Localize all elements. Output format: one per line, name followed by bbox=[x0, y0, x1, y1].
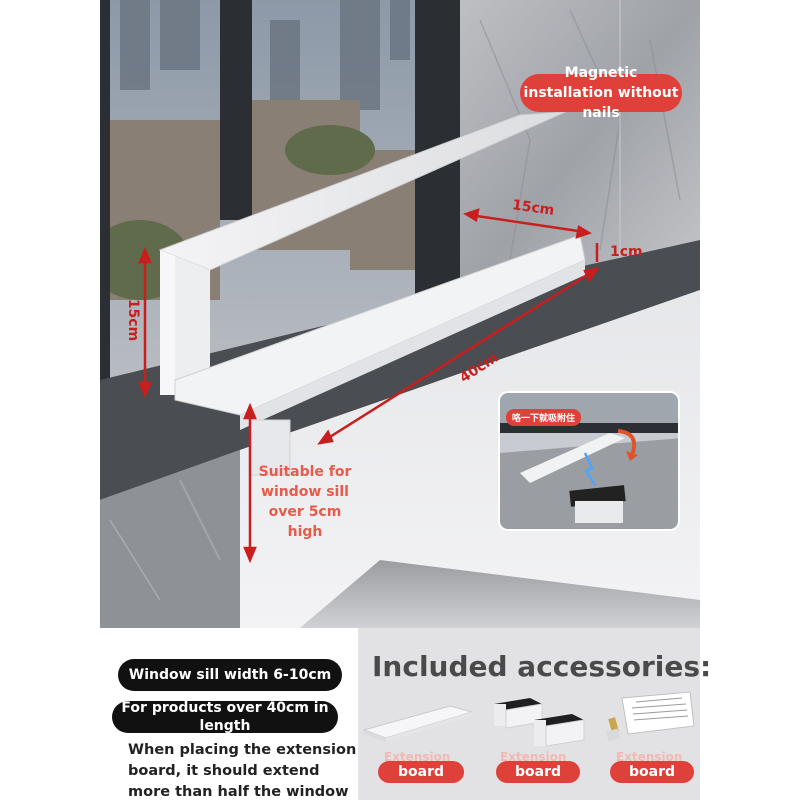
magnetic-installation-label: Magnetic installation without nails bbox=[523, 65, 679, 121]
long-products-text: For products over 40cm in length bbox=[121, 700, 329, 734]
accessory-3-label: board bbox=[610, 761, 694, 783]
magnetic-pill bbox=[520, 74, 682, 112]
scene-illustration bbox=[100, 0, 700, 628]
accessory-1-ghost-label: Extension bbox=[384, 750, 451, 764]
accessory-2-ghost-label: Extension bbox=[500, 750, 567, 764]
magnet-clamps-image bbox=[494, 698, 585, 747]
manual-image bbox=[605, 691, 695, 742]
magnet-detail-inset: 咯一下就吸附住 bbox=[498, 391, 680, 531]
inset-tag: 咯一下就吸附住 bbox=[506, 409, 582, 426]
accessory-3-ghost-label: Extension bbox=[616, 750, 683, 764]
long-products-badge: For products over 40cm in length bbox=[112, 700, 338, 734]
lip-height-label: 1cm bbox=[610, 244, 643, 260]
shelf-height-label: 15cm bbox=[125, 298, 142, 342]
extension-note: When placing the extension board, it sho… bbox=[128, 742, 357, 800]
accessory-2-label: board bbox=[496, 761, 580, 783]
sill-height-note: Suitable for window sill over 5cm high bbox=[258, 464, 352, 540]
accessories-title: Included accessories: bbox=[372, 650, 712, 683]
sill-width-badge: Window sill width 6-10cm bbox=[118, 659, 342, 691]
extension-board-image bbox=[362, 705, 474, 742]
accessory-1-label: board bbox=[378, 761, 464, 783]
